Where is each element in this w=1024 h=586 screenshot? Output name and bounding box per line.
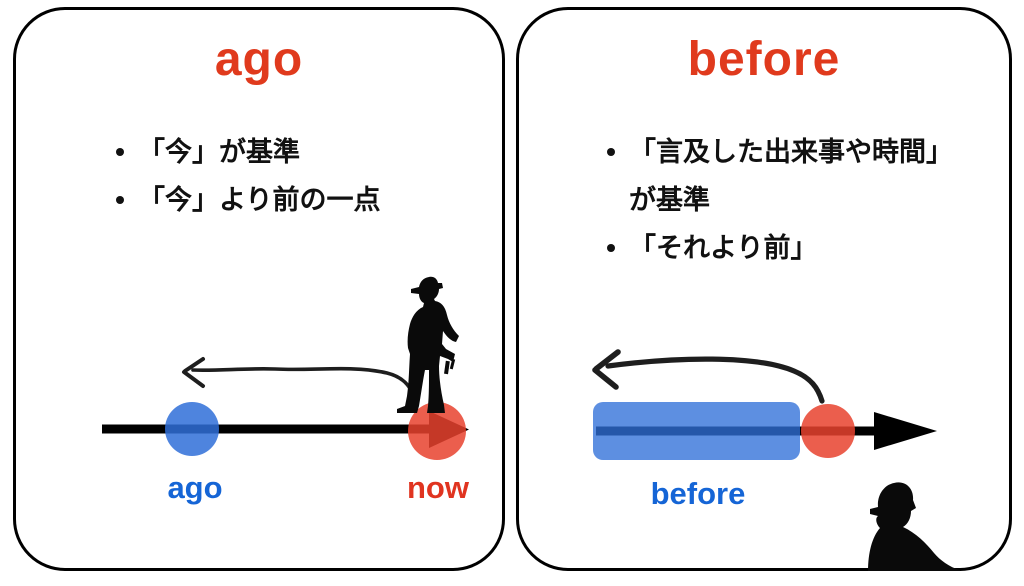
bullet-text: 「今」が基準: [138, 137, 300, 167]
timeline-arrow-icon: [102, 411, 469, 448]
bullet-item: 「それより前」: [607, 224, 947, 272]
ago-point-circle: [165, 402, 219, 456]
worker-standing-icon: [397, 276, 459, 413]
bullet-text: 「言及した出来事や時間」が基準: [629, 137, 940, 215]
panel-ago-bullets: 「今」が基準 「今」より前の一点: [116, 128, 466, 224]
timeline-arrow-icon: [596, 412, 937, 450]
panel-before: before 「言及した出来事や時間」が基準 「それより前」 before: [516, 7, 1012, 571]
curved-arrow-left-icon: [592, 349, 825, 404]
before-span-label: before: [650, 476, 746, 511]
bullet-dot-icon: [607, 148, 615, 156]
bullet-item: 「言及した出来事や時間」が基準: [607, 128, 947, 224]
bullet-dot-icon: [116, 196, 124, 204]
ago-point-label: ago: [167, 470, 223, 505]
bullet-item: 「今」が基準: [116, 128, 466, 176]
bullet-dot-icon: [116, 148, 124, 156]
panel-before-bullets: 「言及した出来事や時間」が基準 「それより前」: [607, 128, 947, 272]
panel-ago-title: ago: [214, 33, 304, 86]
bullet-item: 「今」より前の一点: [116, 176, 466, 224]
before-timeline-diagram: [592, 349, 960, 571]
bullet-text: 「それより前」: [629, 233, 818, 263]
bullet-dot-icon: [607, 244, 615, 252]
panel-before-title: before: [687, 33, 841, 86]
worker-bust-icon: [868, 482, 960, 571]
curved-arrow-left-icon: [182, 357, 417, 399]
now-point-label: now: [407, 470, 469, 505]
bullet-text: 「今」より前の一点: [138, 185, 381, 215]
now-point-circle: [408, 402, 466, 460]
before-span-band: [593, 402, 800, 460]
reference-event-circle: [801, 404, 855, 458]
panel-ago: ago 「今」が基準 「今」より前の一点 ag: [13, 7, 505, 571]
